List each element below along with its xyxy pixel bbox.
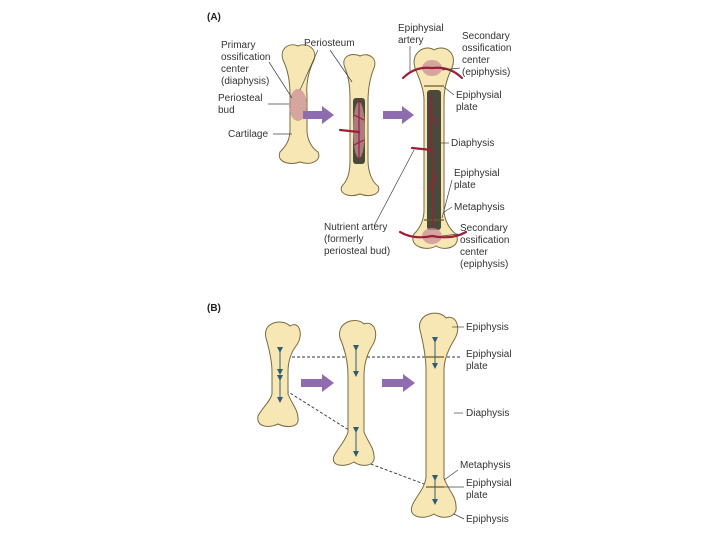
- svg-text:Epiphysial: Epiphysial: [454, 168, 500, 179]
- svg-text:Nutrient artery: Nutrient artery: [324, 222, 387, 233]
- label-diaphysis-b: Diaphysis: [454, 408, 509, 419]
- panel-a-tag: (A): [207, 12, 221, 23]
- svg-text:Epiphysis: Epiphysis: [466, 514, 509, 525]
- svg-text:artery: artery: [398, 35, 424, 46]
- svg-text:center: center: [460, 247, 488, 258]
- flow-arrow-1: [303, 106, 334, 124]
- label-epiphysis-bottom: Epiphysis: [454, 514, 509, 525]
- label-periosteal-bud: Periosteal bud: [218, 93, 289, 116]
- flow-arrow-b2: [382, 374, 415, 392]
- panel-b-tag: (B): [207, 303, 221, 314]
- label-metaphysis-b: Metaphysis: [444, 460, 511, 480]
- svg-text:Epiphysial: Epiphysial: [398, 23, 444, 34]
- svg-text:Diaphysis: Diaphysis: [451, 138, 494, 149]
- svg-text:ossification: ossification: [462, 43, 511, 54]
- svg-text:(formerly: (formerly: [324, 234, 363, 245]
- svg-text:Periosteal: Periosteal: [218, 93, 262, 104]
- svg-text:(epiphysis): (epiphysis): [462, 67, 510, 78]
- label-epiphysial-plate-b-top: Epiphysial plate: [466, 349, 512, 372]
- svg-text:plate: plate: [466, 361, 488, 372]
- svg-text:(diaphysis): (diaphysis): [221, 76, 269, 87]
- svg-text:Metaphysis: Metaphysis: [460, 460, 511, 471]
- label-diaphysis-a: Diaphysis: [440, 138, 494, 149]
- label-epiphysial-plate-a-top: Epiphysial plate: [444, 87, 502, 113]
- svg-text:plate: plate: [466, 490, 488, 501]
- young-bone-b: [258, 322, 300, 426]
- svg-text:ossification: ossification: [221, 52, 270, 63]
- label-metaphysis-a: Metaphysis: [444, 202, 505, 213]
- svg-text:Diaphysis: Diaphysis: [466, 408, 509, 419]
- svg-text:ossification: ossification: [460, 235, 509, 246]
- svg-text:Metaphysis: Metaphysis: [454, 202, 505, 213]
- svg-text:Cartilage: Cartilage: [228, 129, 268, 140]
- svg-text:(epiphysis): (epiphysis): [460, 259, 508, 270]
- svg-text:Secondary: Secondary: [460, 223, 508, 234]
- svg-text:periosteal bud): periosteal bud): [324, 246, 390, 257]
- svg-text:Secondary: Secondary: [462, 31, 510, 42]
- label-epiphysis-top: Epiphysis: [452, 322, 509, 333]
- svg-text:bud: bud: [218, 105, 235, 116]
- svg-text:Epiphysial: Epiphysial: [466, 349, 512, 360]
- svg-text:Periosteum: Periosteum: [304, 38, 355, 49]
- svg-text:Epiphysial: Epiphysial: [466, 478, 512, 489]
- periosteum-bone: [340, 55, 379, 196]
- svg-text:center: center: [462, 55, 490, 66]
- flow-arrow-2: [383, 106, 414, 124]
- svg-text:plate: plate: [456, 102, 478, 113]
- label-cartilage: Cartilage: [228, 129, 292, 140]
- svg-text:Epiphysial: Epiphysial: [456, 90, 502, 101]
- svg-text:plate: plate: [454, 180, 476, 191]
- label-primary-ossification: Primary ossification center (diaphysis): [221, 40, 292, 98]
- svg-text:Primary: Primary: [221, 40, 255, 51]
- flow-arrow-b1: [301, 374, 334, 392]
- growing-bone-b: [333, 320, 375, 465]
- label-nutrient-artery: Nutrient artery (formerly periosteal bud…: [324, 150, 414, 257]
- svg-text:center: center: [221, 64, 249, 75]
- svg-text:Epiphysis: Epiphysis: [466, 322, 509, 333]
